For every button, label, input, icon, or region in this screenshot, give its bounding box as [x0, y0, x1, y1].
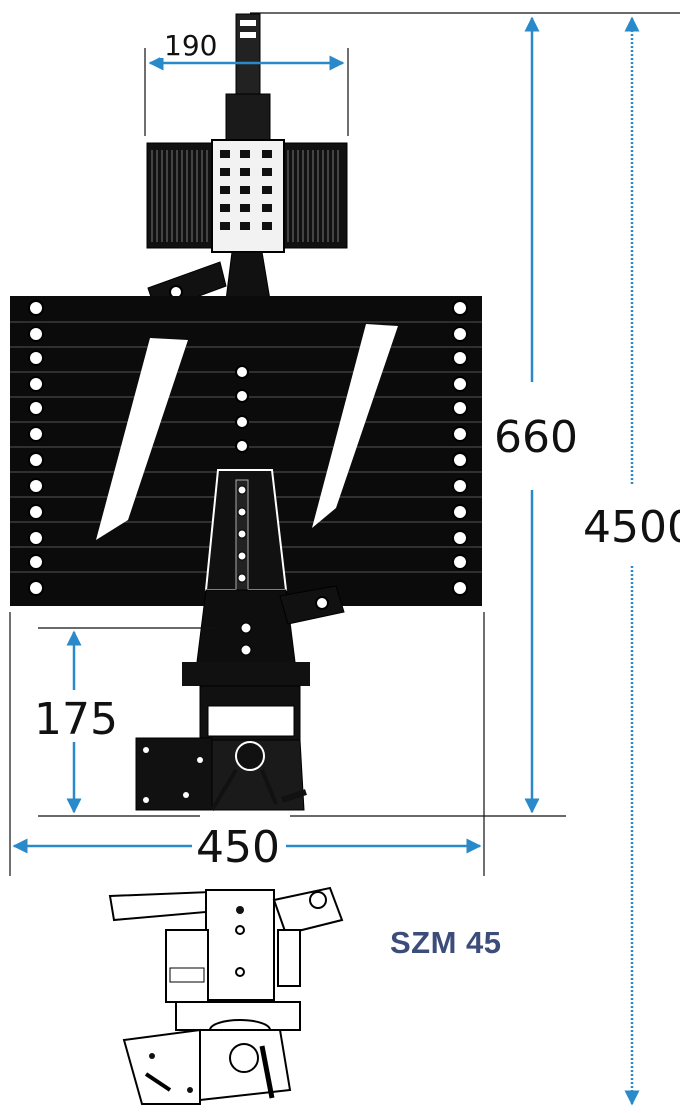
winch-drum-left [146, 142, 214, 249]
mast-base [135, 662, 310, 812]
base-detail-illustration [108, 886, 344, 1105]
dim-label-660: 660 [494, 412, 578, 463]
wedge-right [312, 324, 398, 528]
scissor-stack [10, 296, 482, 606]
telescopic-column [195, 469, 345, 671]
winch-center-housing [211, 139, 285, 253]
dim-label-4500: 4500 [583, 502, 680, 553]
dimension-lines [9, 12, 680, 1106]
spigot-collar [225, 93, 271, 143]
wedge-left [96, 338, 188, 540]
top-spigot [235, 13, 261, 95]
model-label: SZM 45 [390, 925, 502, 960]
dimension-labels: 190 660 4500 175 450 [34, 28, 680, 873]
dim-label-450: 450 [196, 822, 280, 873]
dim-label-175: 175 [34, 694, 118, 745]
winch-drum-right [282, 142, 348, 249]
pivot-arm-right [279, 585, 345, 625]
dim-label-190: 190 [164, 29, 217, 62]
mast-illustration [10, 13, 482, 812]
